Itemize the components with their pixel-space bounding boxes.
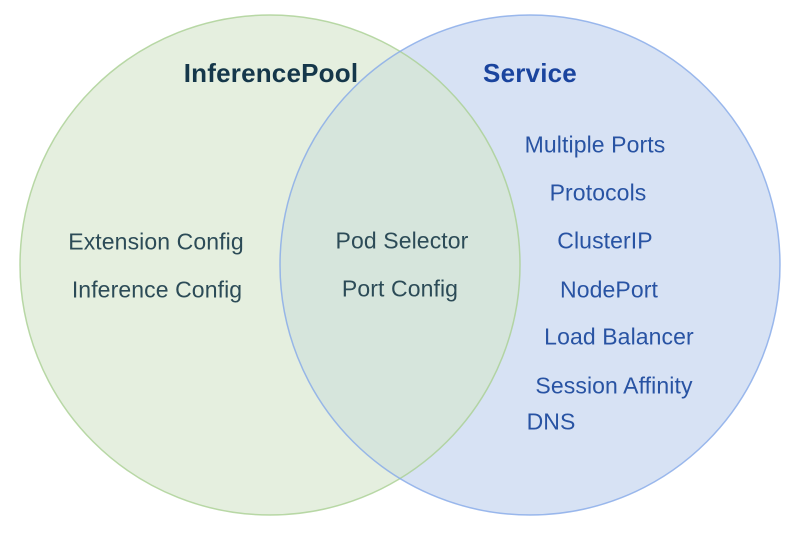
overlap-lens (280, 51, 520, 479)
service-title: Service (483, 58, 577, 88)
item-dns: DNS (526, 408, 576, 435)
item-session-affinity: Session Affinity (535, 372, 693, 399)
item-load-balancer: Load Balancer (544, 323, 694, 350)
item-clusterip: ClusterIP (557, 227, 653, 254)
item-pod-selector: Pod Selector (335, 227, 469, 254)
item-nodeport: NodePort (560, 276, 658, 303)
inferencepool-circle-outline (19, 14, 521, 516)
item-multiple-ports: Multiple Ports (524, 131, 666, 158)
item-extension-config: Extension Config (68, 228, 244, 255)
service-circle-outline (279, 14, 781, 516)
item-inference-config: Inference Config (71, 276, 243, 303)
inferencepool-title: InferencePool (183, 58, 359, 88)
item-port-config: Port Config (341, 275, 459, 302)
item-protocols: Protocols (549, 179, 647, 206)
